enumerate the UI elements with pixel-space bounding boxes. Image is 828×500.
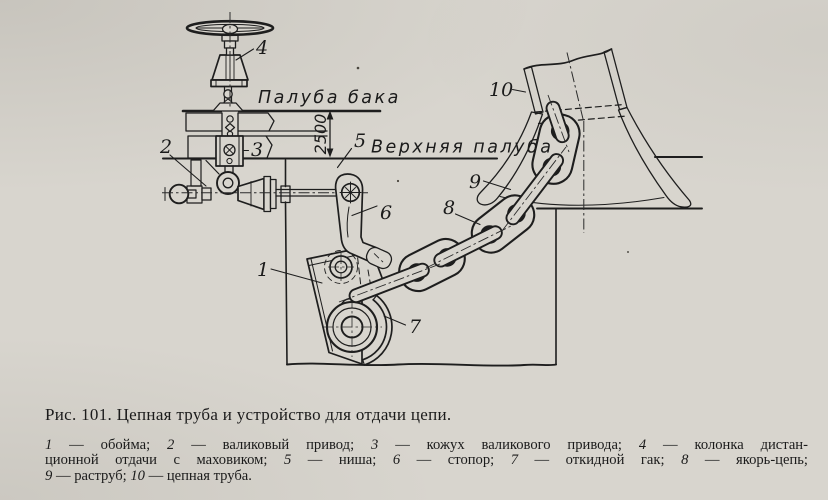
callout-leaders (169, 48, 527, 326)
part-label-10: 10 (489, 79, 513, 101)
part-label-3: 3 (251, 139, 263, 161)
upper-deck-label: Верхняя палуба (371, 138, 554, 158)
legend-line-1: 1 — обойма; 2 — валиковый привод; 3 — ко… (45, 437, 808, 453)
part-label-1: 1 (257, 259, 269, 281)
part-label-9: 9 (469, 171, 481, 193)
figure-caption: Рис. 101. Цепная труба и устройство для … (45, 405, 452, 424)
forecastle-deck-label: Палуба бака (258, 88, 401, 108)
part-label-7: 7 (409, 316, 422, 338)
dimension-2500: 2500 (311, 110, 334, 158)
part-label-5: 5 (354, 130, 366, 152)
legend-line-3: 9 — раструб; 10 — цепная труба. (45, 467, 252, 484)
part-label-2: 2 (159, 136, 172, 158)
folding-hook (322, 294, 393, 366)
legend-line-2: ционной отдачи с маховиком; 5 — ниша; 6 … (45, 452, 808, 469)
part-label-6: 6 (380, 202, 392, 224)
part-label-8: 8 (443, 197, 455, 219)
scan-specks (356, 66, 629, 253)
niche (284, 159, 703, 367)
figure-legend: 1 — обойма; 2 — валиковый привод; 3 — ко… (45, 437, 808, 484)
dimension-text: 2500 (311, 114, 330, 155)
roller-drive (162, 159, 368, 213)
anchor-chain (338, 94, 581, 304)
forecastle-deck (181, 109, 382, 132)
remote-release-column (185, 12, 275, 112)
part-label-4: 4 (255, 37, 268, 59)
chain-stopper (334, 173, 393, 270)
drive-housing (215, 135, 244, 174)
